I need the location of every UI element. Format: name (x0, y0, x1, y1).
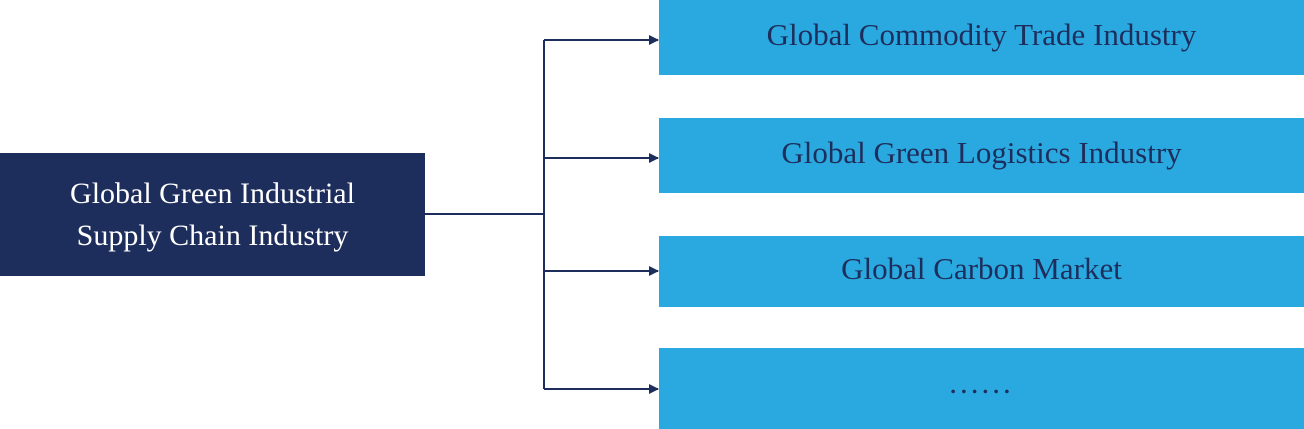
child-node-ellipsis: ...... (659, 348, 1304, 429)
child-node-commodity-trade: Global Commodity Trade Industry (659, 0, 1304, 75)
child-node-label: Global Carbon Market (841, 250, 1122, 286)
child-node-carbon-market: Global Carbon Market (659, 236, 1304, 307)
child-node-label: Global Green Logistics Industry (781, 134, 1182, 170)
child-node-label: ...... (949, 364, 1014, 400)
child-node-label: Global Commodity Trade Industry (766, 16, 1197, 52)
root-node: Global Green Industrial Supply Chain Ind… (0, 153, 425, 276)
child-node-green-logistics: Global Green Logistics Industry (659, 118, 1304, 193)
root-node-label-line2: Supply Chain Industry (76, 218, 349, 252)
root-node-label-line1: Global Green Industrial (70, 176, 355, 210)
